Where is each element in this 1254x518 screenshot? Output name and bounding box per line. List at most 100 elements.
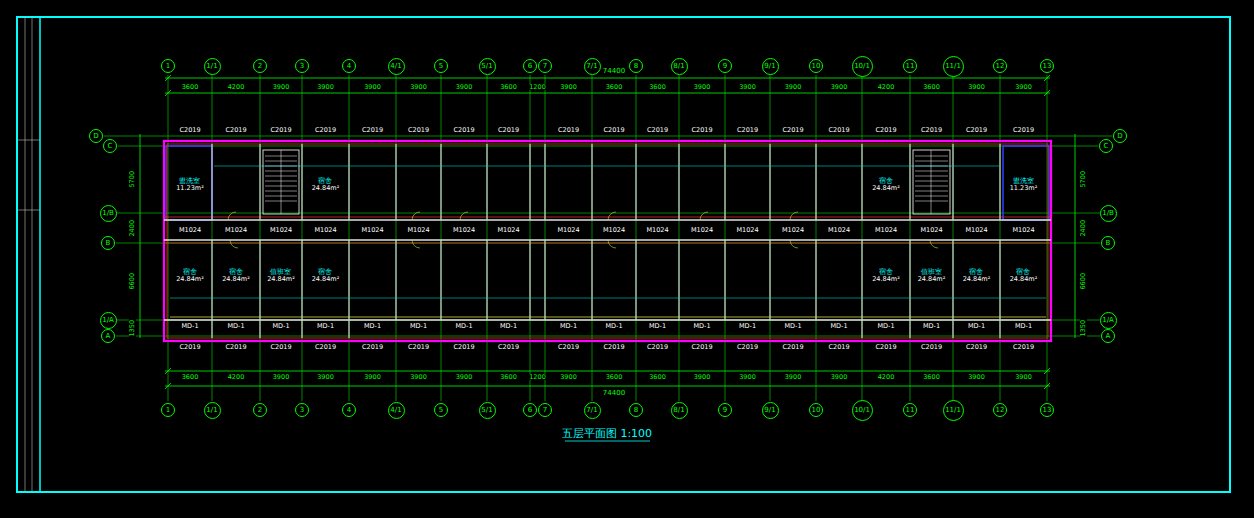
axis-label: 2 — [258, 63, 262, 70]
door-tag: M1024 — [645, 227, 669, 234]
axis-label: 1/1 — [206, 407, 217, 414]
room-label-box: 宿舍24.84m² — [222, 268, 250, 284]
door-tag: MD-1 — [648, 323, 667, 330]
axis-dimension: 3600 — [499, 374, 518, 381]
room-name: 宿舍 — [222, 268, 250, 276]
axis-label: 8/1 — [673, 407, 684, 414]
axis-bubble: 8/1 — [671, 58, 688, 75]
door-tag: MD-1 — [922, 323, 941, 330]
axis-bubble: 13 — [1040, 403, 1054, 417]
axis-label: 11/1 — [945, 407, 961, 414]
axis-bubble: 2 — [253, 59, 267, 73]
room-label-box: 值班室24.84m² — [918, 268, 946, 284]
axis-dimension: 3900 — [409, 374, 428, 381]
axis-bubble: 8/1 — [671, 402, 688, 419]
door-tag: MD-1 — [829, 323, 848, 330]
axis-dimension: 4200 — [227, 84, 246, 91]
axis-dimension: 4200 — [877, 374, 896, 381]
axis-bubble: 1 — [161, 59, 175, 73]
axis-bubble: 7 — [538, 59, 552, 73]
room-area: 24.84m² — [918, 276, 946, 283]
axis-bubble: 6 — [523, 59, 537, 73]
axis-label: 5 — [439, 63, 443, 70]
axis-label: 7/1 — [586, 407, 597, 414]
axis-dimension: 3900 — [784, 84, 803, 91]
door-tag: MD-1 — [876, 323, 895, 330]
axis-bubble: 1 — [161, 403, 175, 417]
room-name: 宿舍 — [176, 268, 204, 276]
axis-bubble: 4 — [342, 403, 356, 417]
room-label-box: 宿舍24.84m² — [312, 268, 340, 284]
axis-dimension: 3600 — [181, 84, 200, 91]
axis-label: 7/1 — [586, 63, 597, 70]
axis-dimension: 1200 — [528, 84, 547, 91]
axis-bubble: 4/1 — [388, 58, 405, 75]
axis-dimension: 3900 — [559, 84, 578, 91]
window-tag: C2019 — [690, 344, 713, 351]
axis-label: 4 — [347, 407, 351, 414]
window-tag: C2019 — [269, 344, 292, 351]
axis-dimension: 3900 — [693, 84, 712, 91]
window-tag: C2019 — [314, 344, 337, 351]
side-dimension: 5700 — [129, 170, 136, 189]
door-tag: M1024 — [556, 227, 580, 234]
door-tag: M1024 — [735, 227, 759, 234]
axis-label: 12 — [996, 407, 1005, 414]
window-tag: C2019 — [690, 127, 713, 134]
axis-bubble: 9 — [718, 59, 732, 73]
axis-bubble: 7/1 — [584, 402, 601, 419]
axis-bubble: 10/1 — [852, 56, 873, 77]
axis-label: B — [1106, 240, 1111, 247]
room-area: 24.84m² — [222, 276, 250, 283]
side-dimension: 1350 — [129, 319, 136, 338]
window-tag: C2019 — [920, 344, 943, 351]
axis-bubble: 1/1 — [204, 58, 221, 75]
axis-bubble: C — [1099, 139, 1113, 153]
axis-label: 4/1 — [390, 63, 401, 70]
door-tag: M1024 — [224, 227, 248, 234]
window-tag: C2019 — [874, 344, 897, 351]
overall-dimension: 74400 — [602, 390, 626, 397]
door-tag: M1024 — [313, 227, 337, 234]
axis-dimension: 3900 — [316, 84, 335, 91]
axis-dimension: 3900 — [455, 374, 474, 381]
window-tag: C2019 — [736, 127, 759, 134]
axis-label: 4/1 — [390, 407, 401, 414]
axis-bubble: 5/1 — [479, 402, 496, 419]
axis-dimension: 3600 — [648, 374, 667, 381]
window-tag: C2019 — [602, 344, 625, 351]
axis-label: 5/1 — [481, 63, 492, 70]
door-tag: MD-1 — [316, 323, 335, 330]
axis-label: 1 — [166, 407, 170, 414]
axis-bubble: D — [1113, 129, 1127, 143]
axis-bubble: 2 — [253, 403, 267, 417]
door-tag: M1024 — [496, 227, 520, 234]
door-tag: M1024 — [452, 227, 476, 234]
axis-bubble: 3 — [295, 59, 309, 73]
axis-bubble: 12 — [993, 59, 1007, 73]
axis-bubble: 8 — [629, 403, 643, 417]
door-tag: M1024 — [690, 227, 714, 234]
room-label-box: 值班室24.84m² — [267, 268, 295, 284]
room-name: 值班室 — [918, 268, 946, 276]
room-label-box: 宿舍24.84m² — [312, 177, 340, 193]
axis-label: 7 — [543, 407, 547, 414]
axis-label: 9/1 — [764, 407, 775, 414]
axis-label: 13 — [1043, 63, 1052, 70]
window-tag: C2019 — [224, 127, 247, 134]
door-tag: M1024 — [360, 227, 384, 234]
door-tag: MD-1 — [783, 323, 802, 330]
axis-bubble: 7 — [538, 403, 552, 417]
axis-dimension: 3900 — [1014, 84, 1033, 91]
axis-label: 10 — [812, 63, 821, 70]
axis-dimension: 3900 — [784, 374, 803, 381]
axis-dimension: 1200 — [528, 374, 547, 381]
axis-bubble: 10 — [809, 403, 823, 417]
axis-label: 8 — [634, 63, 638, 70]
axis-bubble: 4/1 — [388, 402, 405, 419]
axis-label: A — [106, 333, 111, 340]
room-area: 24.84m² — [963, 276, 991, 283]
window-tag: C2019 — [452, 127, 475, 134]
axis-label: 1/A — [1102, 317, 1114, 324]
